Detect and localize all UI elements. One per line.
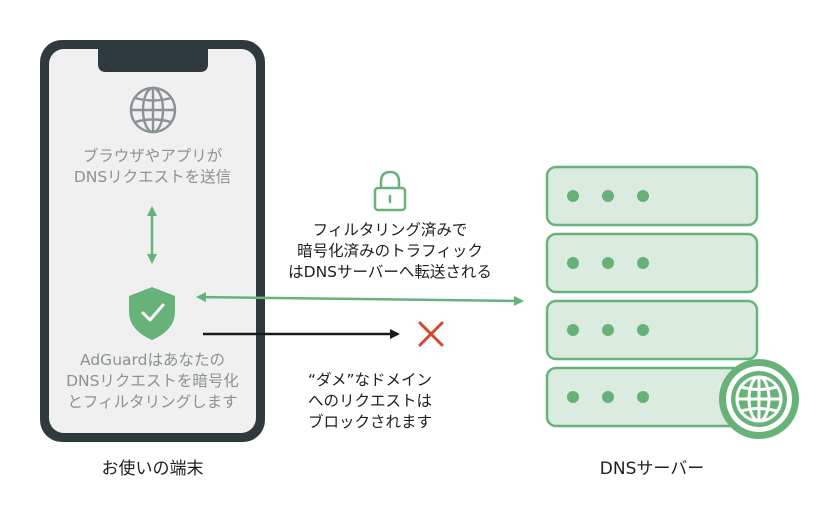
blocked-request-text: “ダメ”なドメイン へのリクエストは ブロックされます <box>307 371 433 431</box>
globe-icon <box>129 86 177 134</box>
phone-notch <box>98 49 208 72</box>
shield-check-icon <box>129 287 175 340</box>
phone-step2-text: AdGuardはあなたの DNSリクエストを暗号化 とフィルタリングします <box>66 351 239 411</box>
server-unit <box>545 299 759 361</box>
server-rack-icon <box>545 165 759 428</box>
server-unit <box>545 232 759 294</box>
server-unit <box>545 165 759 227</box>
cross-icon <box>418 321 444 347</box>
server-label: DNSサーバー <box>599 459 705 479</box>
phone-step1-text: ブラウザやアプリが DNSリクエストを送信 <box>73 147 232 186</box>
server-globe-icon <box>719 359 799 439</box>
encrypted-traffic-arrow <box>196 292 524 306</box>
encrypted-traffic-text: フィルタリング済みで 暗号化済みのトラフィック はDNSサーバーへ転送される <box>288 221 492 281</box>
server-unit <box>545 366 759 428</box>
lock-icon <box>373 170 407 212</box>
phone-label: お使いの端末 <box>101 459 204 479</box>
